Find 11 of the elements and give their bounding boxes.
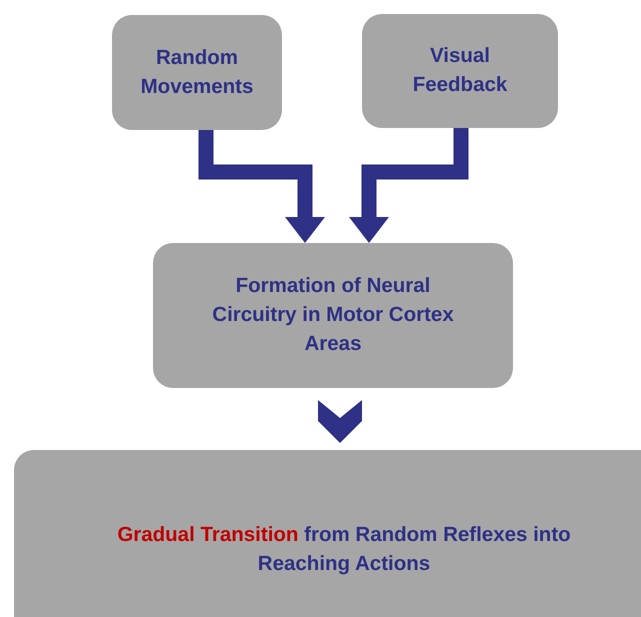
- box-label: Random Movements: [140, 44, 254, 100]
- process-box: [14, 450, 641, 617]
- bent-arrow: [349, 128, 468, 243]
- box-label: Gradual Transition from Random Reflexes into Reaching Actions: [116, 522, 572, 577]
- process-box: [153, 243, 513, 388]
- chevron-arrow: [318, 400, 362, 443]
- process-box: [362, 14, 558, 128]
- process-box: [112, 15, 282, 130]
- box-label: Formation of Neural Circuitry in Motor Cortex Areas: [211, 273, 455, 357]
- box-label: Visual Feedback: [412, 43, 508, 98]
- bent-arrow: [198, 130, 325, 243]
